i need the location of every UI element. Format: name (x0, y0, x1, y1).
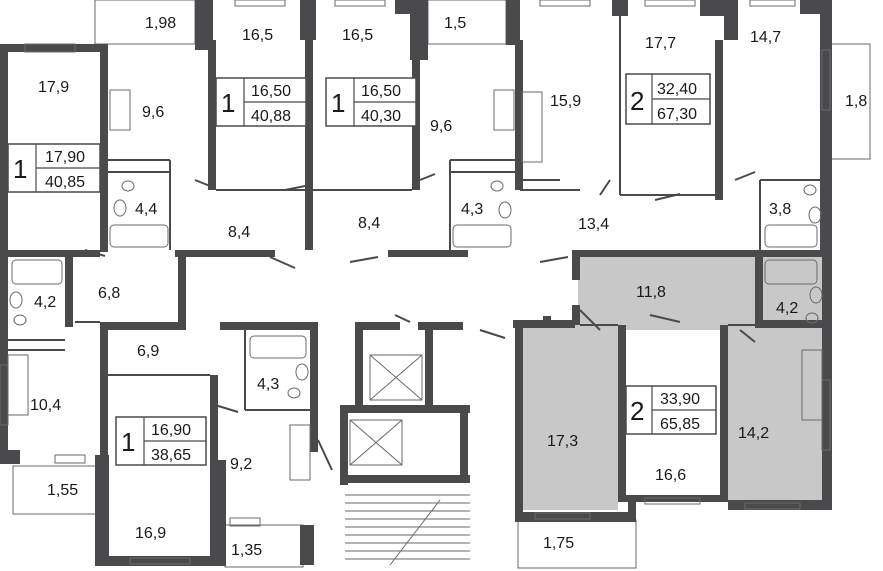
room-area-label: 1,8 (845, 93, 867, 110)
apartment-room-count: 1 (121, 427, 135, 457)
bathtub-icon (11, 224, 818, 359)
stair-direction-line (389, 499, 441, 566)
room-area-label: 4,4 (135, 201, 157, 218)
room-area-label: 9,2 (230, 456, 252, 473)
apartment-living-area: 16,50 (361, 83, 401, 100)
windows (0, 0, 831, 565)
room-area-label: 15,9 (550, 93, 581, 110)
apartment-living-area: 33,90 (660, 391, 700, 408)
room-area-label: 4,2 (776, 300, 798, 317)
room-area-label: 14,7 (750, 29, 781, 46)
room-area-label: 6,9 (137, 343, 159, 360)
apartment-info-box[interactable]: 1 17,90 40,85 (7, 143, 101, 193)
room-area-label: 4,2 (34, 294, 56, 311)
apartment-total-area: 38,65 (151, 447, 191, 464)
apartment-info-box[interactable]: 1 16,50 40,30 (325, 77, 417, 127)
apartment-living-area: 16,90 (151, 422, 191, 439)
room-area-label: 1,98 (145, 15, 176, 32)
room-area-label: 9,6 (430, 118, 452, 135)
apartment-total-area: 67,30 (657, 106, 697, 123)
room-area-label: 9,6 (142, 104, 164, 121)
room-area-label: 3,8 (769, 201, 791, 218)
room-area-label: 14,2 (738, 425, 769, 442)
room-area-label: 1,55 (47, 482, 78, 499)
partitions (8, 16, 820, 471)
toilet-icon (13, 180, 819, 399)
apartment-info-box[interactable]: 2 32,40 67,30 (625, 73, 711, 125)
room-area-label: 4,3 (257, 376, 279, 393)
room-area-label: 8,4 (228, 224, 250, 241)
apartment-living-area: 16,50 (251, 83, 291, 100)
apartment-info-box[interactable]: 1 16,90 38,65 (115, 416, 207, 466)
room-area-label: 16,5 (342, 27, 373, 44)
room-area-label: 6,8 (98, 285, 120, 302)
stairs-icon (345, 494, 470, 566)
room-area-label: 10,4 (30, 397, 61, 414)
apartment-room-count: 1 (221, 88, 235, 118)
apartment-room-count: 2 (630, 396, 644, 426)
apartment-info-box[interactable]: 1 16,50 40,88 (215, 77, 307, 127)
apartment-room-count: 2 (630, 86, 644, 116)
stove-icon (7, 89, 823, 481)
room-area-label: 16,5 (242, 27, 273, 44)
room-labels: 1,98 16,5 16,5 1,5 17,7 14,7 17,9 9,6 9,… (30, 15, 867, 559)
room-area-label: 17,9 (38, 79, 69, 96)
room-area-label: 1,75 (543, 535, 574, 552)
apartment-room-count: 1 (13, 154, 27, 184)
apartment-info-box[interactable]: 2 33,90 65,85 (625, 385, 717, 435)
room-area-label: 4,3 (461, 201, 483, 218)
room-area-label: 17,3 (547, 433, 578, 450)
apartment-living-area: 32,40 (657, 81, 697, 98)
apartment-living-area: 17,90 (45, 149, 85, 166)
apartment-total-area: 40,85 (45, 174, 85, 191)
selected-apartment-highlight (520, 255, 827, 510)
room-area-label: 1,5 (444, 15, 466, 32)
room-area-label: 11,8 (636, 284, 666, 301)
elevator-icon (349, 354, 423, 466)
room-area-label: 1,35 (231, 542, 262, 559)
apartment-room-count: 1 (331, 88, 345, 118)
apartment-total-area: 65,85 (660, 416, 700, 433)
room-area-label: 13,4 (578, 216, 609, 233)
room-area-label: 8,4 (358, 215, 380, 232)
apartment-total-area: 40,88 (251, 108, 291, 125)
apartment-total-area: 40,30 (361, 108, 401, 125)
room-area-label: 16,6 (655, 467, 686, 484)
room-area-label: 17,7 (645, 35, 676, 52)
room-area-label: 16,9 (135, 525, 166, 542)
sink-icon (9, 199, 823, 381)
